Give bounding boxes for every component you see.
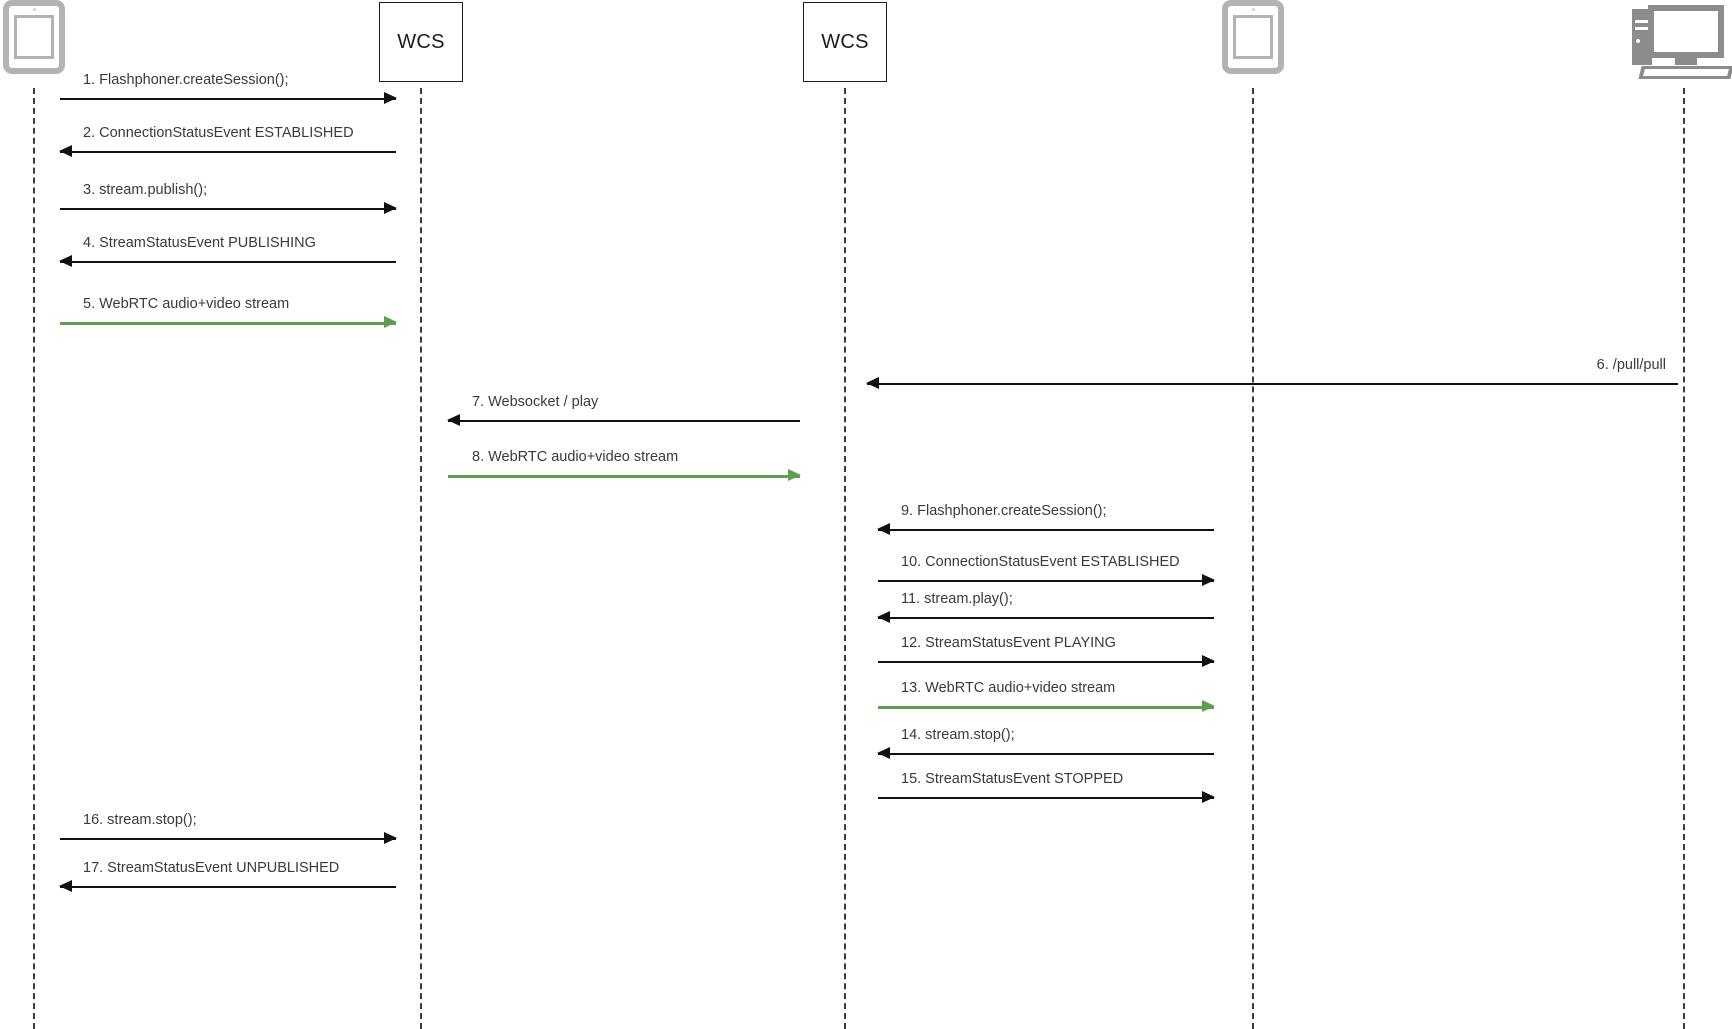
arrow-head-left-icon [59,255,72,267]
participant-wcs-server[interactable]: WCS [803,2,887,82]
keyboard-surface [1643,69,1729,76]
tablet-icon[interactable] [1222,0,1284,74]
lifeline-p1 [33,88,35,1029]
computer-keyboard [1638,66,1732,79]
arrow-head-left-icon [59,880,72,892]
message-label-1: 1. Flashphoner.createSession(); [83,72,289,88]
message-line [60,151,396,153]
message-line [60,322,396,325]
arrow-head-right-icon [384,202,397,214]
arrow-head-left-icon [877,523,890,535]
arrow-head-right-icon [1202,700,1215,712]
tower-drive-slot [1635,20,1649,23]
arrow-head-right-icon [384,832,397,844]
participant-wcs-server[interactable]: WCS [379,2,463,82]
message-label-3: 3. stream.publish(); [83,182,208,198]
message-line [878,797,1214,799]
message-label-15: 15. StreamStatusEvent STOPPED [901,771,1124,787]
message-label-13: 13. WebRTC audio+video stream [901,680,1116,696]
message-line [878,580,1214,582]
message-label-9: 9. Flashphoner.createSession(); [901,503,1107,519]
message-label-5: 5. WebRTC audio+video stream [83,296,290,312]
message-label-7: 7. Websocket / play [472,394,599,410]
message-line [867,383,1678,385]
message-line [60,208,396,210]
message-label-2: 2. ConnectionStatusEvent ESTABLISHED [83,125,354,141]
message-line [878,706,1214,709]
message-line [60,838,396,840]
tablet-screen [1233,15,1273,59]
message-line [448,475,800,478]
message-line [448,420,800,422]
tablet-icon[interactable] [3,0,65,74]
lifeline-p4 [1252,88,1254,1029]
tablet-camera-dot [32,8,36,11]
monitor-stand [1675,58,1697,65]
arrow-head-left-icon [59,145,72,157]
lifeline-p3 [844,88,846,1029]
message-label-11: 11. stream.play(); [901,591,1013,607]
lifeline-p5 [1683,88,1685,1029]
message-label-16: 16. stream.stop(); [83,812,197,828]
computer-tower [1632,9,1652,65]
tower-drive-slot [1635,27,1649,30]
tablet-screen [14,15,54,59]
arrow-head-right-icon [384,92,397,104]
message-label-8: 8. WebRTC audio+video stream [472,449,679,465]
message-label-6: 6. /pull/pull [1596,357,1666,373]
message-label-10: 10. ConnectionStatusEvent ESTABLISHED [901,554,1180,570]
message-label-4: 4. StreamStatusEvent PUBLISHING [83,235,316,251]
message-line [60,261,396,263]
arrow-head-right-icon [1202,574,1215,586]
message-label-12: 12. StreamStatusEvent PLAYING [901,635,1116,651]
arrow-head-left-icon [447,414,460,426]
arrow-head-right-icon [384,316,397,328]
message-line [878,529,1214,531]
lifeline-p2 [420,88,422,1029]
message-line [878,753,1214,755]
message-label-17: 17. StreamStatusEvent UNPUBLISHED [83,860,340,876]
arrow-head-right-icon [788,469,801,481]
desktop-computer-icon[interactable] [1632,3,1732,81]
arrow-head-right-icon [1202,655,1215,667]
arrow-head-left-icon [877,611,890,623]
tablet-camera-dot [1251,8,1255,11]
computer-monitor [1648,5,1724,58]
arrow-head-left-icon [866,377,879,389]
message-label-14: 14. stream.stop(); [901,727,1015,743]
message-line [60,886,396,888]
tower-power-led [1636,39,1640,43]
arrow-head-right-icon [1202,791,1215,803]
message-line [878,661,1214,663]
participant-label: WCS [397,30,445,53]
arrow-head-left-icon [877,747,890,759]
participant-label: WCS [821,30,869,53]
message-line [878,617,1214,619]
message-line [60,98,396,100]
